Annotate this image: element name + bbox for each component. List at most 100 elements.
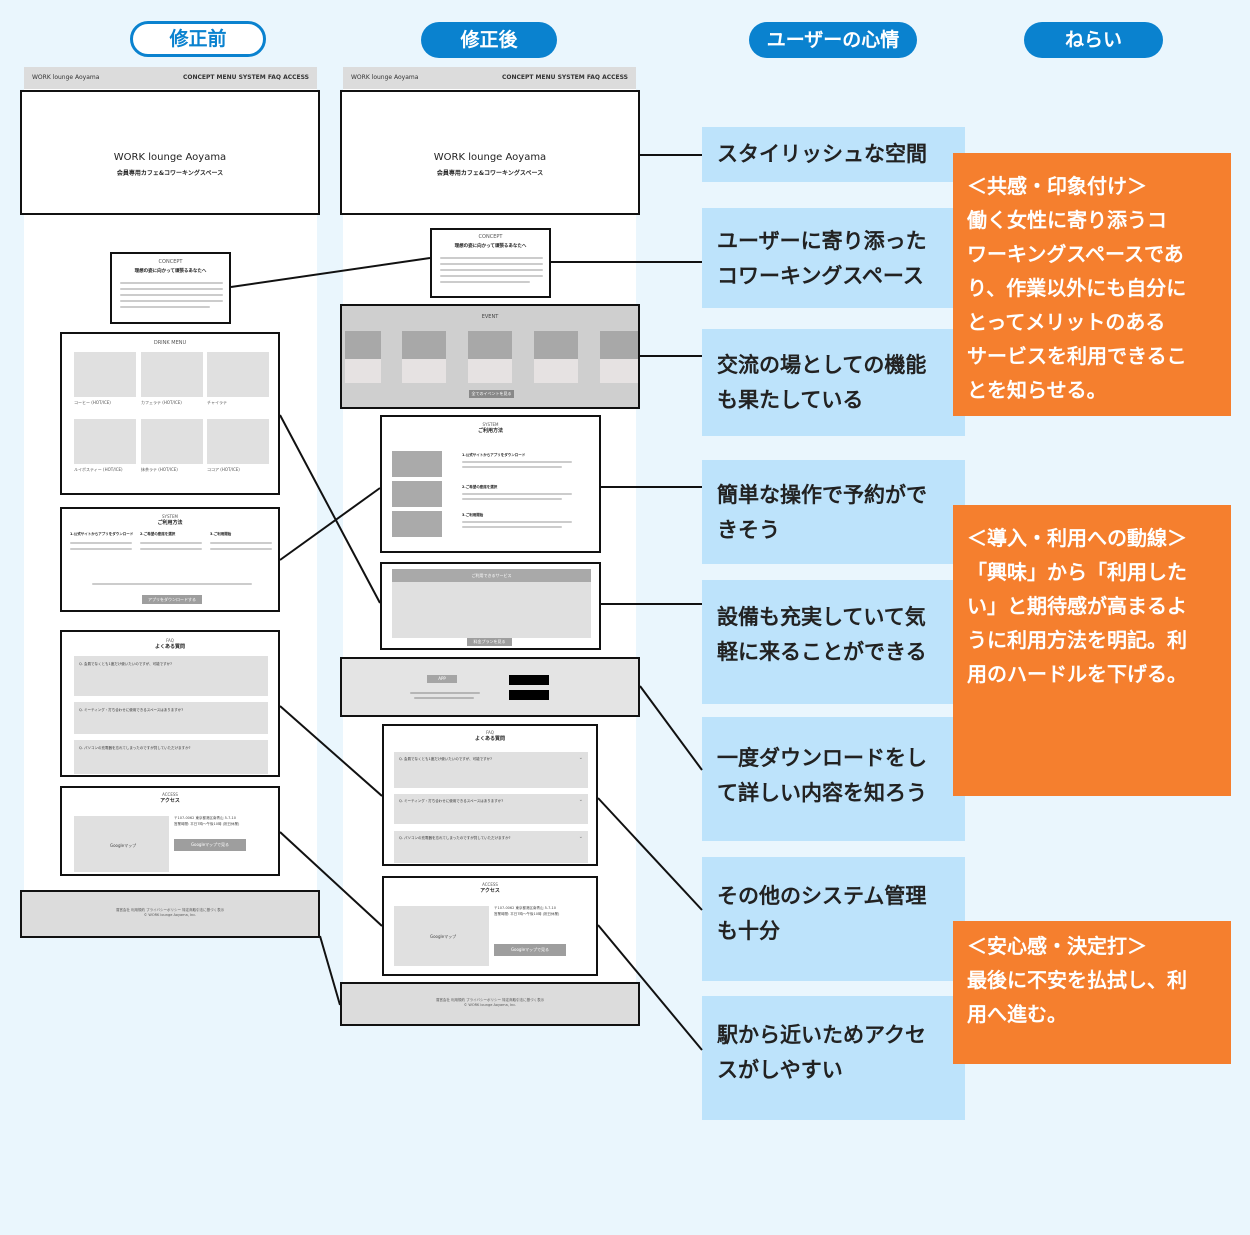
emotion-text: 交流の場としての機能 も果たしている — [717, 353, 927, 412]
before-footer-copy: © WORK lounge Aoyama, Inc. — [143, 913, 197, 917]
emotion-text: スタイリッシュな空間 — [717, 142, 927, 166]
before-access-label: ACCESS — [162, 792, 178, 797]
after-footer: 運営会社 利用規約 プライバシーポリシー 特定商取引法に基づく表示 © WORK… — [340, 982, 640, 1026]
connector-line — [319, 935, 341, 1006]
aim-box-empathy: ＜共感・印象付け＞ 働く女性に寄り添うコ ワーキングスペースであ り、作業以外に… — [953, 153, 1231, 416]
before-hero-section: WORK lounge Aoyama 会員専用カフェ&コワーキングスペース — [20, 90, 320, 215]
after-service-heading: ご利用できるサービス — [471, 573, 512, 578]
emotion-text: 一度ダウンロードをし て詳しい内容を知ろう — [717, 746, 927, 805]
system-step: 2.ご希望の座席を選択 — [462, 485, 498, 489]
after-access-address: 〒107-0062 東京都港区南青山 5-7-10 — [494, 906, 557, 910]
before-access-section: ACCESS アクセス Googleマップ 〒107-0062 東京都港区南青山… — [60, 786, 280, 876]
after-app-label: APP — [427, 675, 457, 683]
drink-item: カフェラテ (HOT/ICE) — [141, 400, 182, 405]
before-access-address: 〒107-0062 東京都港区南青山 5-7-10 — [174, 816, 237, 820]
system-step: 1.公式サイトからアプリをダウンロード — [70, 532, 134, 536]
emotion-text: 簡単な操作で予約がで きそう — [717, 483, 927, 542]
before-faq-q3[interactable]: Q. パソコンの充電器を忘れてしまったのですが貸していただけますか? — [79, 746, 191, 750]
after-map-button[interactable]: Googleマップで見る — [494, 944, 566, 956]
aim-box-reassurance: ＜安心感・決定打＞ 最後に不安を払拭し、利 用へ進む。 — [953, 921, 1231, 1064]
after-system-section: SYSTEM ご利用方法 1.公式サイトからアプリをダウンロード 2.ご希望の座… — [380, 415, 601, 553]
before-faq-q2[interactable]: Q. ミーティング・打ち合わせに使用できるスペースはありますか? — [79, 708, 184, 712]
after-event-label: EVENT — [481, 314, 499, 320]
after-event-section: EVENT 全てのイベントを見る — [340, 304, 640, 409]
after-system-label: SYSTEM — [482, 422, 499, 427]
before-drink-menu-section: DRINK MENU コーヒー (HOT/ICE) カフェラテ (HOT/ICE… — [60, 332, 280, 495]
system-step: 3.ご利用開始 — [210, 532, 232, 536]
after-access-label: ACCESS — [482, 882, 498, 887]
column-header-after: 修正後 — [421, 22, 557, 58]
after-faq-section: FAQ よくある質問 Q. 会員でなくとも1度だけ使いたいのですが、可能ですか?… — [382, 724, 598, 866]
after-footer-copy: © WORK lounge Aoyama, Inc. — [463, 1003, 517, 1007]
drink-item: ココア (HOT/ICE) — [207, 467, 240, 472]
after-system-heading: ご利用方法 — [477, 428, 503, 434]
before-nav: CONCEPT MENU SYSTEM FAQ ACCESS — [182, 74, 309, 81]
after-nav: CONCEPT MENU SYSTEM FAQ ACCESS — [501, 74, 628, 81]
after-access-heading: アクセス — [480, 888, 500, 894]
emotion-box: スタイリッシュな空間 — [702, 127, 965, 182]
after-service-section: ご利用できるサービス 料金プランを見る — [380, 562, 601, 650]
column-header-emotion: ユーザーの心情 — [749, 22, 917, 58]
before-access-heading: アクセス — [160, 798, 180, 804]
before-concept-heading: 理想の姿に向かって頑張るあなたへ — [134, 269, 207, 274]
after-access-hours: 営業時間: 平日7時〜午後10時 (祝日休業) — [494, 912, 560, 916]
app-store-badge[interactable] — [509, 675, 549, 685]
system-step: 2.ご希望の座席を選択 — [140, 532, 176, 536]
drink-item: チャイラテ — [207, 400, 227, 405]
google-play-badge[interactable] — [509, 690, 549, 700]
emotion-text: ユーザーに寄り添った コワーキングスペース — [717, 229, 927, 288]
emotion-box: その他のシステム管理 も十分 — [702, 857, 965, 981]
drink-item: 抹茶ラテ (HOT/ICE) — [141, 467, 178, 472]
drink-item: ルイボスティー (HOT/ICE) — [74, 467, 123, 472]
after-faq-q2[interactable]: Q. ミーティング・打ち合わせに使用できるスペースはありますか? — [399, 799, 504, 803]
emotion-box: 駅から近いためアクセ スがしやすい — [702, 996, 965, 1120]
before-concept-label: CONCEPT — [158, 259, 183, 265]
before-hero-subtitle: 会員専用カフェ&コワーキングスペース — [116, 170, 224, 177]
emotion-box: 交流の場としての機能 も果たしている — [702, 329, 965, 436]
after-service-button[interactable]: 料金プランを見る — [467, 638, 512, 646]
after-hero-section: WORK lounge Aoyama 会員専用カフェ&コワーキングスペース — [340, 90, 640, 215]
system-step: 1.公式サイトからアプリをダウンロード — [462, 453, 526, 457]
before-map-button[interactable]: Googleマップで見る — [174, 839, 246, 851]
after-faq-heading: よくある質問 — [474, 736, 505, 742]
after-hero-subtitle: 会員専用カフェ&コワーキングスペース — [436, 170, 544, 177]
after-faq-q3[interactable]: Q. パソコンの充電器を忘れてしまったのですが貸していただけますか? — [399, 836, 511, 840]
before-footer-links[interactable]: 運営会社 利用規約 プライバシーポリシー 特定商取引法に基づく表示 — [115, 908, 225, 912]
emotion-box: 設備も充実していて気 軽に来ることができる — [702, 580, 965, 704]
after-concept-label: CONCEPT — [478, 234, 503, 240]
before-faq-heading: よくある質問 — [154, 644, 185, 650]
before-hero-title: WORK lounge Aoyama — [113, 152, 227, 163]
after-event-button[interactable]: 全てのイベントを見る — [469, 390, 514, 398]
chevron-down-icon[interactable]: ⌄ — [578, 797, 583, 803]
connector-line — [639, 685, 703, 771]
after-footer-links[interactable]: 運営会社 利用規約 プライバシーポリシー 特定商取引法に基づく表示 — [435, 998, 545, 1002]
after-site-header: WORK lounge Aoyama CONCEPT MENU SYSTEM F… — [343, 67, 636, 89]
before-faq-q1[interactable]: Q. 会員でなくとも1度だけ使いたいのですが、可能ですか? — [79, 662, 172, 666]
chevron-down-icon[interactable]: ⌄ — [578, 834, 583, 840]
before-access-hours: 営業時間: 平日7時〜午後10時 (祝日休業) — [174, 822, 240, 826]
after-app-section: APP — [340, 657, 640, 717]
before-faq-section: FAQ よくある質問 Q. 会員でなくとも1度だけ使いたいのですが、可能ですか?… — [60, 630, 280, 777]
emotion-text: 設備も充実していて気 軽に来ることができる — [717, 605, 927, 664]
after-access-section: ACCESS アクセス Googleマップ 〒107-0062 東京都港区南青山… — [382, 876, 598, 976]
before-drink-label: DRINK MENU — [153, 340, 187, 346]
before-system-heading: ご利用方法 — [157, 520, 183, 526]
before-system-section: SYSTEM ご利用方法 1.公式サイトからアプリをダウンロード 2.ご希望の座… — [60, 507, 280, 612]
after-map-placeholder: Googleマップ — [430, 934, 457, 939]
after-brand: WORK lounge Aoyama — [351, 74, 419, 81]
before-faq-label: FAQ — [166, 638, 174, 643]
chevron-down-icon[interactable]: ⌄ — [578, 755, 583, 761]
before-system-label: SYSTEM — [162, 514, 178, 519]
column-header-before: 修正前 — [130, 21, 266, 57]
after-concept-heading: 理想の姿に向かって頑張るあなたへ — [454, 244, 527, 249]
emotion-text: 駅から近いためアクセ スがしやすい — [717, 1023, 926, 1082]
after-hero-title: WORK lounge Aoyama — [433, 152, 547, 163]
before-footer: 運営会社 利用規約 プライバシーポリシー 特定商取引法に基づく表示 © WORK… — [20, 890, 320, 938]
drink-item: コーヒー (HOT/ICE) — [74, 400, 111, 405]
after-faq-q1[interactable]: Q. 会員でなくとも1度だけ使いたいのですが、可能ですか? — [399, 757, 492, 761]
before-system-button[interactable]: アプリをダウンロードする — [142, 595, 202, 604]
before-brand: WORK lounge Aoyama — [32, 74, 100, 81]
after-faq-label: FAQ — [486, 730, 494, 735]
emotion-box: 一度ダウンロードをし て詳しい内容を知ろう — [702, 717, 965, 841]
system-step: 3.ご利用開始 — [462, 513, 484, 517]
